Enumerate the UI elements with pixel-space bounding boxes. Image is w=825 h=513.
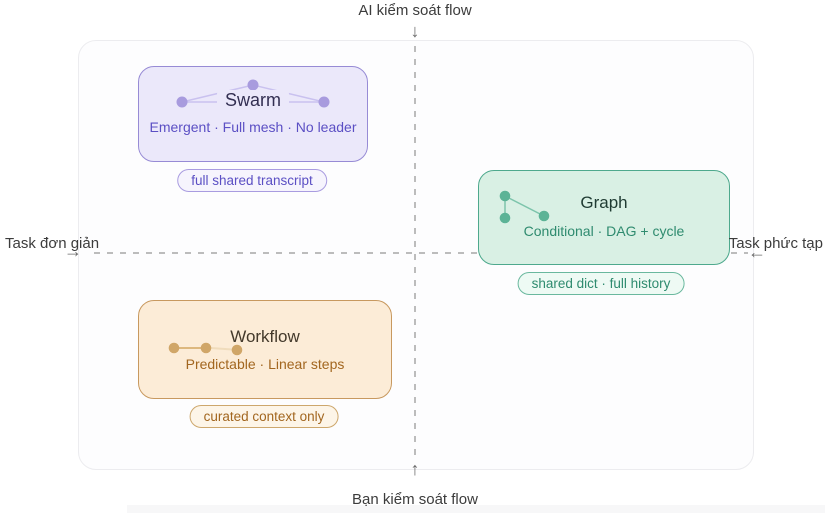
swarm-title-text: Swarm [216,90,289,110]
swarm-title: Swarm [139,90,367,111]
axis-label-left: Task đơn giản [5,235,100,252]
workflow-title: Workflow [139,327,391,347]
arrow-up-icon: ↑ [410,459,420,479]
mesh-network-icon [176,79,330,108]
workflow-subtitle: Predictable · Linear steps [185,356,345,372]
axis-label-top: AI kiểm soát flow [358,2,472,19]
workflow-card: Workflow Predictable · Linear steps [138,300,392,399]
graph-card: Graph Conditional · DAG + cycle [478,170,730,265]
next-section-edge [127,505,825,513]
dag-icon [499,190,550,224]
linear-steps-icon [168,342,243,356]
axis-label-right: Task phức tạp [728,235,823,252]
swarm-card: Swarm Emergent · Full mesh · No leader [138,66,368,162]
graph-title: Graph [479,193,729,213]
workflow-title-text: Workflow [230,327,300,346]
horizontal-axis-dashed-line [94,252,748,254]
arrow-right-icon: → [64,241,82,261]
graph-subtitle: Conditional · DAG + cycle [523,223,685,239]
swarm-subtitle: Emergent · Full mesh · No leader [149,119,357,135]
arrow-down-icon: ↓ [410,21,420,41]
graph-title-text: Graph [580,193,628,212]
graph-badge: shared dict · full history [517,272,685,295]
axis-label-bottom: Bạn kiểm soát flow [352,491,478,508]
swarm-badge: full shared transcript [177,169,327,192]
arrow-left-icon: ← [748,242,766,262]
workflow-badge: curated context only [189,405,339,428]
